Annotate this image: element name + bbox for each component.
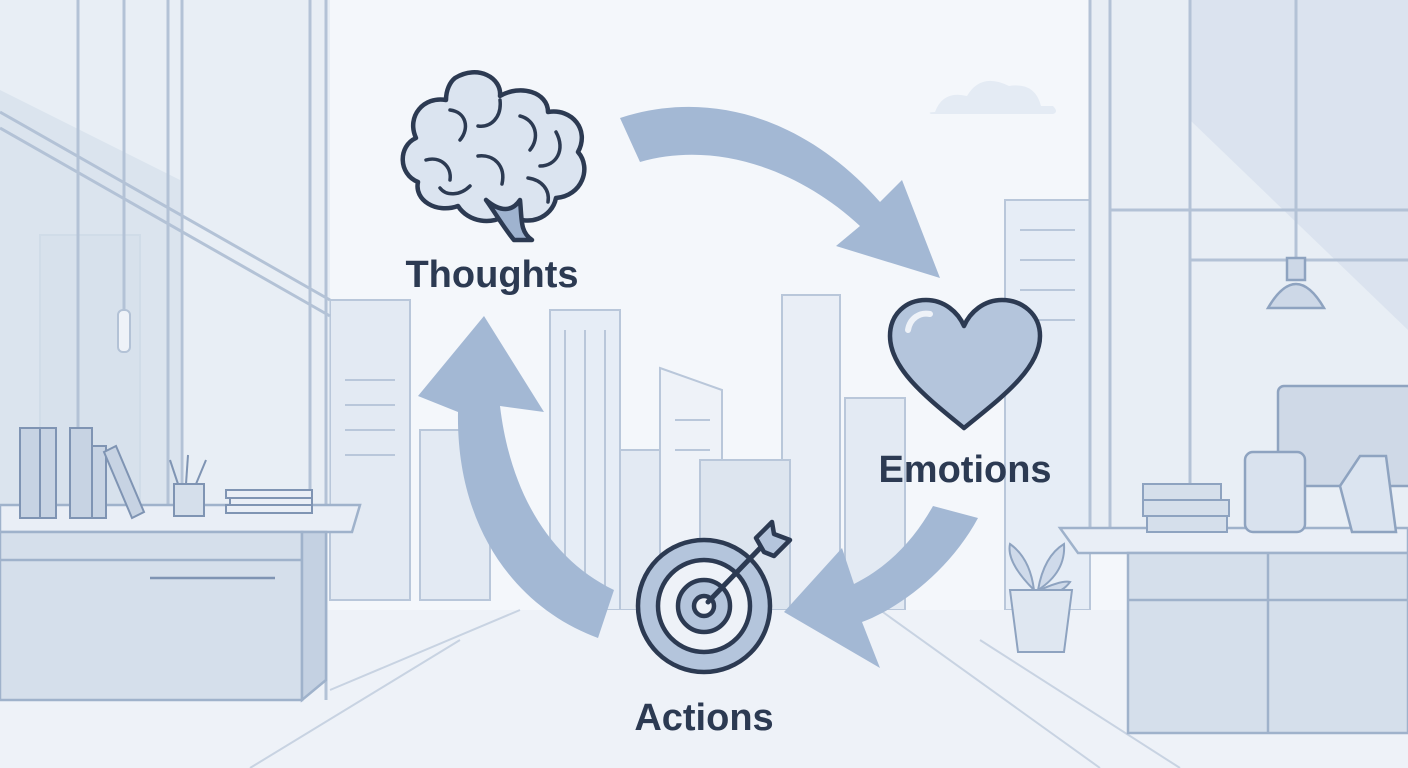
cycle-arrows bbox=[418, 106, 978, 668]
left-desk bbox=[0, 503, 362, 703]
arrow-thoughts-to-emotions bbox=[620, 106, 940, 278]
arrow-actions-to-thoughts bbox=[418, 316, 614, 638]
potted-plant bbox=[1008, 542, 1074, 653]
heart-highlight bbox=[905, 310, 933, 333]
target-icon bbox=[635, 519, 793, 675]
node-label-actions: Actions bbox=[634, 697, 773, 739]
node-label-emotions: Emotions bbox=[878, 449, 1051, 491]
floor-lines bbox=[249, 609, 1181, 768]
node-label-thoughts: Thoughts bbox=[405, 254, 578, 296]
node-thoughts: Thoughts bbox=[400, 70, 587, 296]
book-stack bbox=[1142, 483, 1230, 533]
arrow-emotions-to-actions bbox=[784, 506, 978, 668]
heart-icon bbox=[887, 297, 1043, 431]
cloud bbox=[929, 80, 1056, 114]
pen-cup bbox=[169, 454, 207, 517]
node-emotions: Emotions bbox=[878, 297, 1052, 491]
books bbox=[19, 427, 146, 520]
brain-icon bbox=[400, 70, 587, 243]
paper-stack bbox=[225, 489, 313, 514]
right-window-frame bbox=[1088, 0, 1408, 530]
right-desk bbox=[1057, 526, 1408, 735]
pendant-lamp bbox=[1265, 256, 1327, 310]
office-chair bbox=[1243, 450, 1307, 534]
node-actions: Actions bbox=[634, 519, 793, 739]
monitor bbox=[1276, 384, 1408, 534]
